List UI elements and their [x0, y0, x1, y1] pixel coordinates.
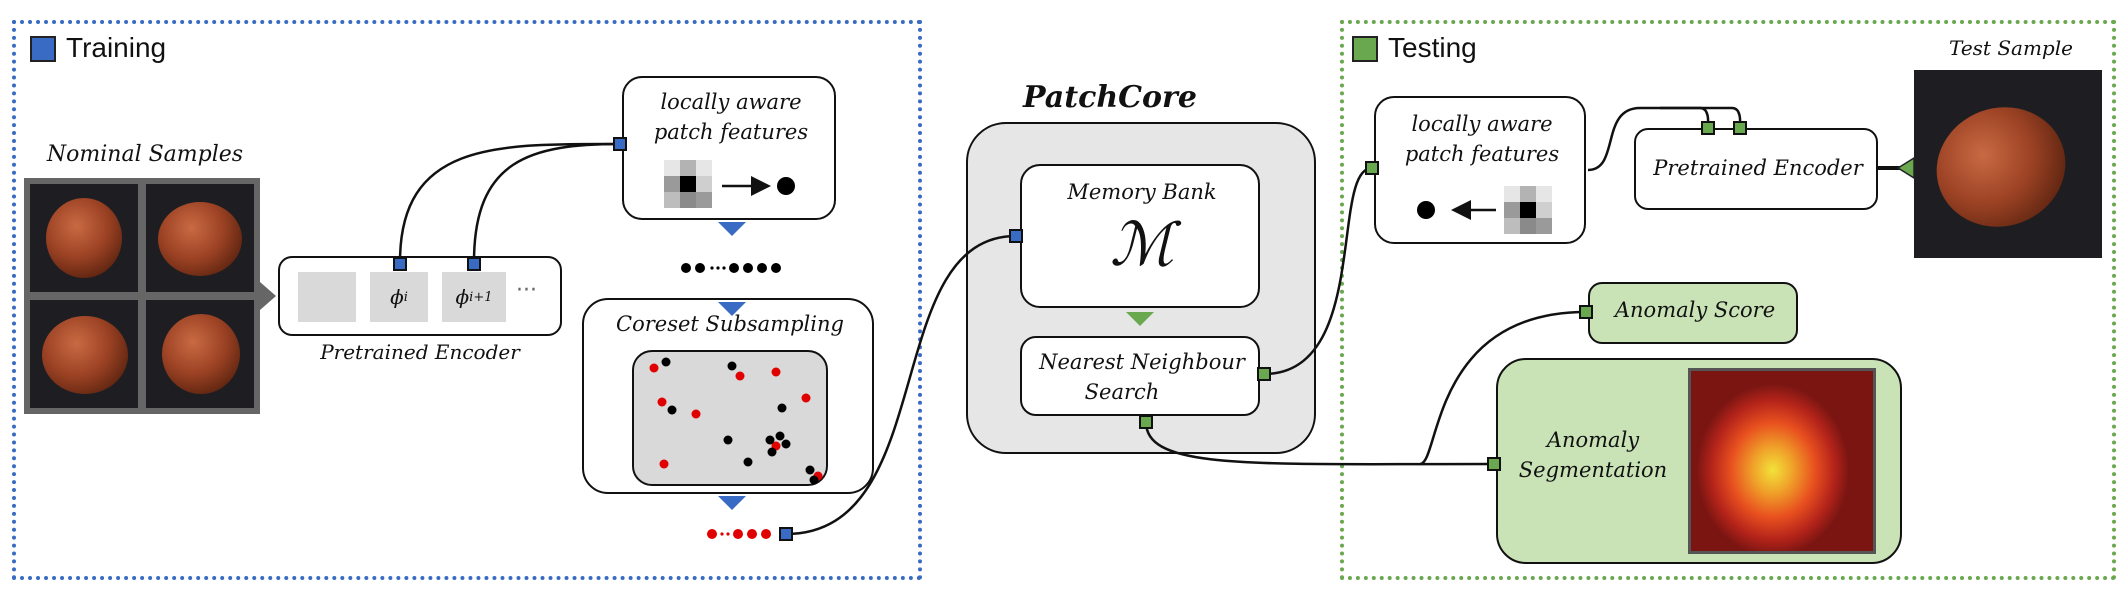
patch-grid-icon: [664, 160, 712, 208]
nominal-samples-label: Nominal Samples: [46, 142, 244, 167]
patchcore-title: PatchCore: [1023, 80, 1197, 115]
downward-triangle-icon: [718, 222, 746, 236]
nominal-sample-2: [146, 184, 254, 292]
testing-title: Testing: [1388, 32, 1477, 63]
downward-triangle-icon: [718, 496, 746, 510]
test-local-features-line2: patch features: [1404, 142, 1560, 166]
test-feature-dot-icon: [1417, 201, 1435, 219]
anomaly-score-label: Anomaly Score: [1614, 298, 1776, 322]
anomaly-heatmap-image: [1688, 368, 1876, 554]
downward-triangle-icon: [1126, 312, 1154, 326]
anomaly-seg-line1: Anomaly: [1546, 428, 1640, 452]
nominal-samples-grid: [24, 178, 260, 414]
testing-frame: [1340, 20, 2116, 580]
pretrained-encoder-label: Pretrained Encoder: [320, 340, 520, 364]
connector-coreset-to-memory: [785, 234, 1017, 536]
test-sample-image: [1914, 70, 2102, 258]
memory-bank-symbol: ℳ: [1109, 210, 1175, 280]
nn-line2: Search: [1084, 380, 1160, 404]
blue-square-icon: [30, 36, 56, 62]
coreset-label: Coreset Subsampling: [616, 312, 844, 336]
anomaly-segmentation-box: Anomaly Segmentation: [1496, 358, 1902, 564]
anomaly-seg-line2: Segmentation: [1518, 458, 1668, 482]
feature-vector-dots: [681, 263, 781, 273]
hazelnut-image: [162, 314, 240, 394]
connector-port-icon: [393, 137, 1023, 541]
memory-bank-label: Memory Bank: [1067, 180, 1217, 204]
subsampled-vector-dots: [707, 529, 771, 539]
green-square-icon: [1352, 36, 1378, 62]
local-features-box-training: locally aware patch features: [622, 76, 836, 220]
connector-encoder-to-test-features: [1587, 106, 1710, 172]
local-features-line1: locally aware: [660, 90, 802, 114]
nominal-sample-4: [146, 300, 254, 408]
encoder-block-1: [298, 272, 356, 322]
phi-i-symbol: ϕ: [390, 285, 404, 309]
test-local-features-line1: locally aware: [1411, 112, 1553, 136]
test-patch-grid-icon: [1504, 186, 1552, 234]
nn-line1: Nearest Neighbour: [1039, 350, 1245, 374]
connector-nn-to-score: [1419, 310, 1587, 466]
memory-bank-box: Memory Bank ℳ: [1020, 164, 1260, 308]
hazelnut-image: [42, 316, 128, 394]
phi-i1-subscript: i+1: [469, 289, 493, 305]
test-pretrained-encoder-box: Pretrained Encoder: [1634, 128, 1878, 210]
feature-dot-icon: [777, 177, 795, 195]
nominal-sample-1: [30, 184, 138, 292]
encoder-ellipsis: ···: [516, 278, 537, 303]
connector-phi-i1: [472, 142, 621, 263]
downward-triangle-icon: [718, 302, 746, 316]
phi-i1-symbol: ϕ: [455, 285, 470, 309]
samples-output-triangle-icon: [260, 282, 276, 310]
hazelnut-image: [158, 202, 242, 276]
nominal-sample-3: [30, 300, 138, 408]
nearest-neighbour-box: Nearest Neighbour Search: [1020, 336, 1260, 416]
connector-encoder-to-test-features-2: [1660, 106, 1742, 129]
connector-nn-to-segmentation: [1144, 421, 1495, 466]
training-frame: [12, 20, 922, 580]
coreset-scatter: [649, 357, 823, 485]
connector-port-icon: [1139, 121, 1747, 471]
local-features-line2: patch features: [653, 120, 809, 144]
test-sample-triangle-icon: [1896, 156, 1915, 180]
test-pretrained-encoder-label: Pretrained Encoder: [1653, 156, 1863, 180]
training-title: Training: [66, 32, 167, 63]
test-sample-label: Test Sample: [1949, 36, 2073, 60]
connector-nn-to-test-features: [1263, 166, 1373, 376]
connector-phi-i: [398, 142, 621, 263]
coreset-box: Coreset Subsampling: [582, 298, 874, 494]
hazelnut-image: [46, 198, 122, 278]
phi-i-subscript: i: [403, 289, 408, 305]
